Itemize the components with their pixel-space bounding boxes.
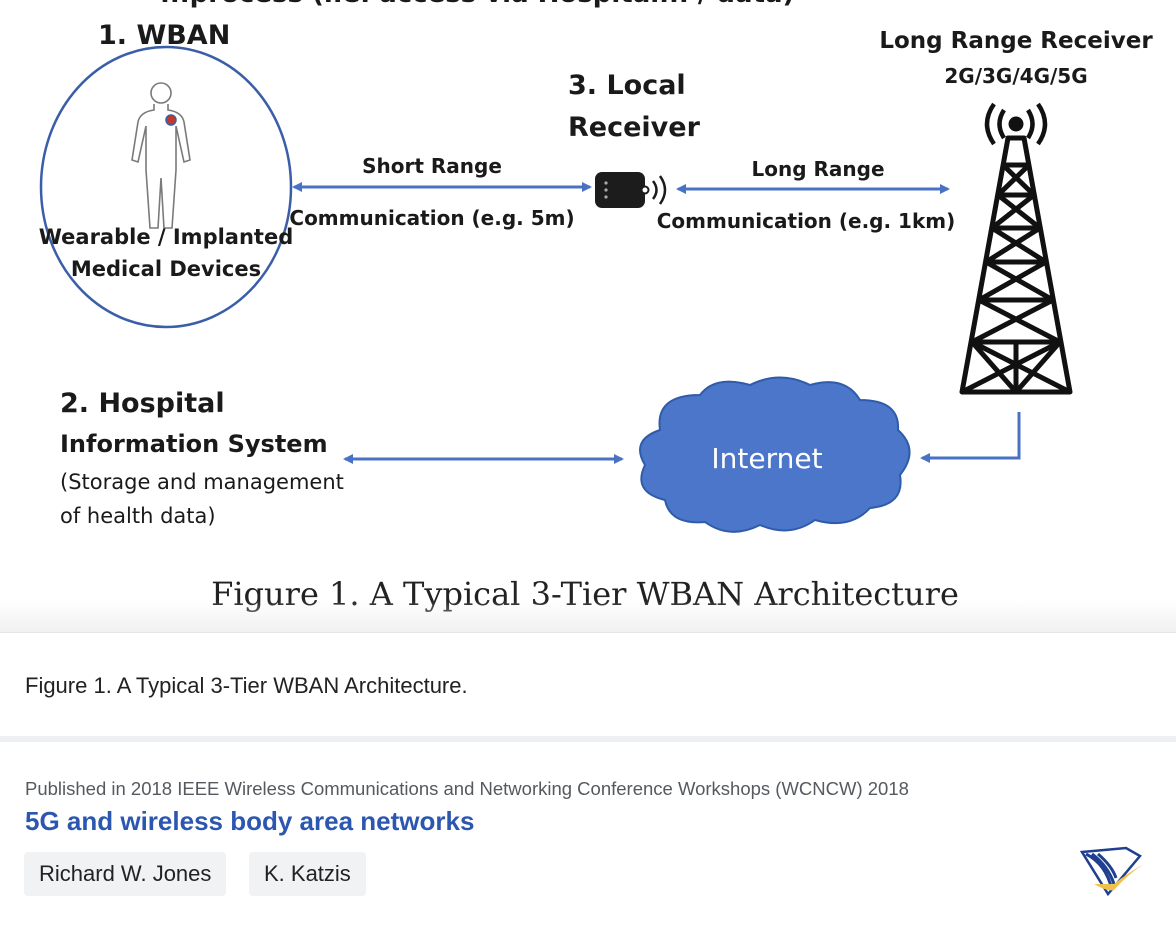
cell-tower-icon: [959, 102, 1073, 395]
implant-device-icon: [165, 114, 177, 126]
panel-bottom-shadow: [0, 600, 1176, 632]
section-divider: [0, 736, 1176, 742]
long-range-label-top: Long Range: [751, 157, 884, 181]
figure-image[interactable]: ...process (i.e. access via Hospital... …: [0, 0, 1176, 632]
publication-venue: Published in 2018 IEEE Wireless Communic…: [25, 778, 909, 799]
tier1-label-line2: Medical Devices: [71, 257, 261, 281]
tier2-title-line1: 2. Hospital: [60, 388, 225, 419]
tier3-title-line2: Receiver: [568, 112, 701, 143]
semantic-scholar-logo-icon[interactable]: [1078, 844, 1148, 896]
tower-title: Long Range Receiver: [879, 28, 1153, 54]
wban-architecture-diagram: ...process (i.e. access via Hospital... …: [39, 0, 1154, 613]
figure-caption: Figure 1. A Typical 3-Tier WBAN Architec…: [25, 673, 468, 698]
human-body-icon: [131, 82, 191, 229]
wban-circle: [39, 45, 293, 329]
tier2-desc-line2: of health data): [60, 504, 216, 528]
figure-caption-panel: Figure 1. A Typical 3-Tier WBAN Architec…: [0, 632, 1176, 737]
paper-title-link[interactable]: 5G and wireless body area networks: [25, 806, 475, 836]
short-range-label-bottom: Communication (e.g. 5m): [289, 206, 574, 230]
internet-label: Internet: [711, 442, 822, 475]
tier2-title-line2: Information System: [60, 430, 328, 458]
tier2-desc-line1: (Storage and management: [60, 470, 344, 494]
short-range-label-top: Short Range: [362, 154, 502, 178]
tier3-title-line1: 3. Local: [568, 70, 686, 101]
paper-metadata: Published in 2018 IEEE Wireless Communic…: [0, 742, 1176, 936]
author-chip[interactable]: K. Katzis: [249, 852, 366, 896]
tower-to-internet-arrow: [920, 412, 1021, 463]
long-range-label-bottom: Communication (e.g. 1km): [657, 209, 956, 233]
tier1-label-line1: Wearable / Implanted: [39, 225, 293, 249]
partial-top-text: ...process (i.e. access via Hospital... …: [160, 0, 794, 9]
local-receiver-device-icon: [595, 172, 667, 208]
author-chip[interactable]: Richard W. Jones: [24, 852, 227, 896]
tower-subtitle: 2G/3G/4G/5G: [944, 64, 1087, 88]
internet-cloud-icon: [639, 376, 911, 533]
